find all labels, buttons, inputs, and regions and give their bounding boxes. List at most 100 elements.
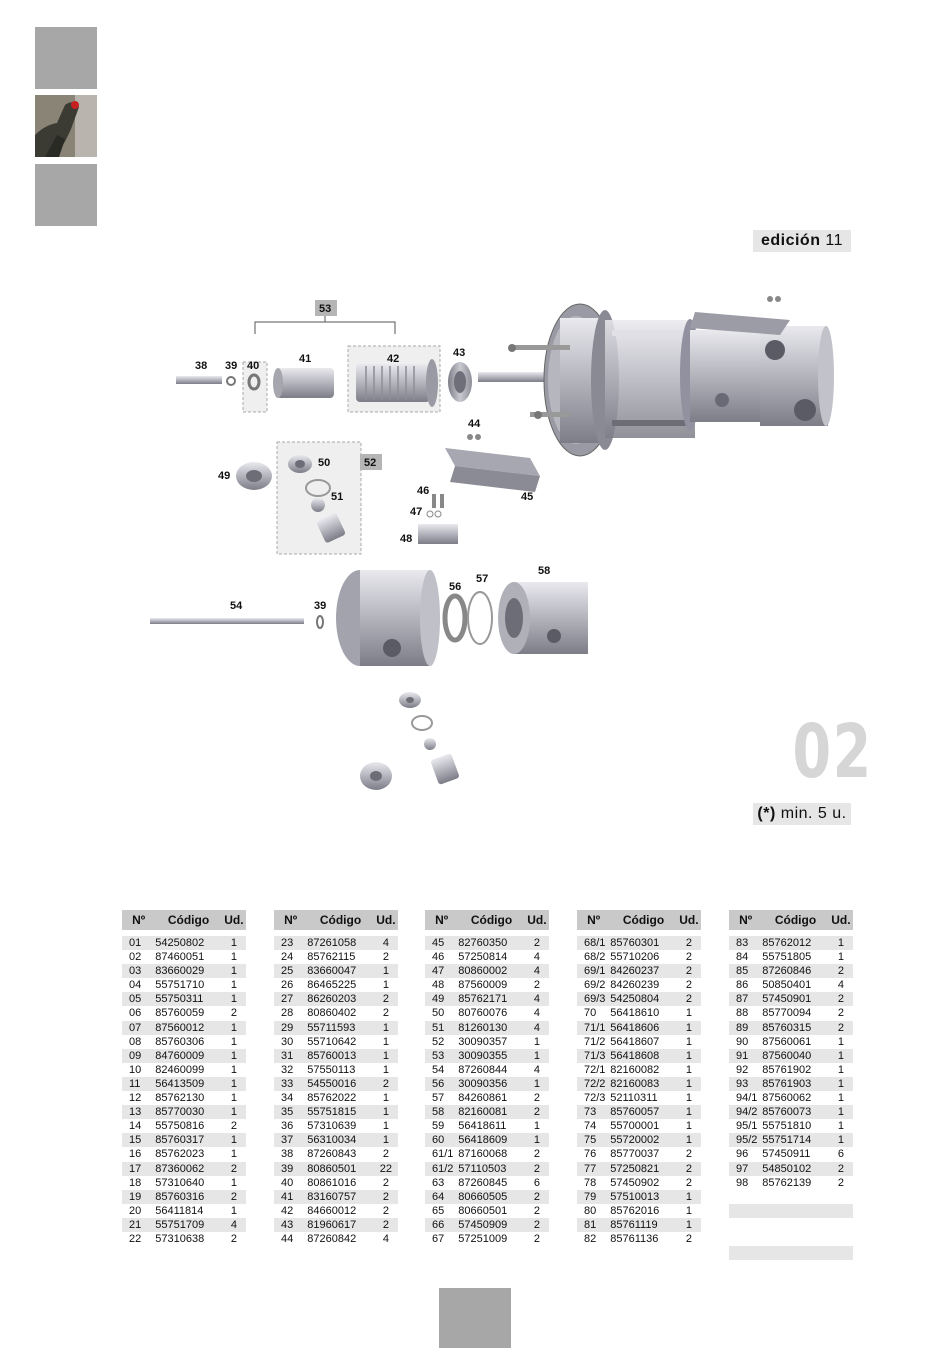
cell-code: 56418611: [458, 1120, 507, 1133]
cell-no: 06: [129, 1007, 142, 1020]
header-units: Ud.: [373, 910, 398, 930]
cell-no: 19: [122, 1189, 156, 1204]
cell-units: 1: [685, 1204, 692, 1217]
cell-code: 85760301: [610, 936, 677, 951]
cell-code: 56418608: [610, 1048, 677, 1063]
cell-no: 53: [425, 1048, 459, 1063]
cell-units: 4: [382, 1232, 389, 1245]
cell-units: 1: [373, 1048, 398, 1063]
cell-code: 57310638: [155, 1232, 205, 1245]
cell-no: 71/3: [577, 1048, 611, 1063]
callout-labels: 38 39 40 41 42 43 53 44 45 46 47 48 49 5…: [195, 303, 550, 612]
cell-code: 57450902: [610, 1176, 660, 1189]
part-40-ring: [247, 373, 261, 391]
cell-no: 94/2: [729, 1105, 763, 1120]
cell-no: 91: [729, 1048, 763, 1063]
cell-units: 1: [230, 1176, 237, 1189]
cell-units: 1: [382, 979, 389, 992]
cell-code: 56418606: [610, 1020, 677, 1035]
callout-46: 46: [417, 485, 429, 497]
cell-code: 85760013: [307, 1048, 374, 1063]
cell-no: 15: [122, 1133, 156, 1148]
part-56-seal-ring: [442, 593, 468, 643]
cell-code: 82160083: [610, 1076, 677, 1092]
cell-no: 93: [729, 1076, 763, 1092]
cell-no: 56: [425, 1076, 459, 1092]
cell-no: 73: [577, 1105, 611, 1120]
part-49-nut: [236, 462, 272, 490]
cell-units: 1: [676, 1020, 701, 1035]
cell-units: 2: [828, 1161, 853, 1176]
cell-no: 14: [129, 1120, 142, 1133]
cell-code: 85760315: [762, 1020, 829, 1035]
cell-code: 87560040: [762, 1048, 829, 1063]
cell-code: 54850102: [762, 1161, 829, 1176]
cell-units: 2: [524, 1189, 549, 1204]
cell-units: 4: [524, 992, 549, 1007]
cell-no: 86: [736, 979, 749, 992]
cell-code: 87260844: [458, 1063, 508, 1076]
cell-no: 88: [736, 1007, 749, 1020]
cell-code: 80860402: [307, 1007, 357, 1020]
cell-no: 68/1: [577, 936, 611, 951]
cell-no: 81: [577, 1217, 611, 1232]
cell-code: 55700001: [610, 1120, 660, 1133]
part-39-washer-lower: [316, 615, 324, 629]
callout-48: 48: [400, 533, 412, 545]
part-body-cylinder: [336, 570, 440, 666]
cell-code: 83160757: [307, 1189, 374, 1204]
cell-no: 08: [129, 1035, 142, 1048]
cell-no: 54: [432, 1063, 445, 1076]
cell-units: 1: [837, 1120, 844, 1133]
header-code: Código: [155, 910, 222, 930]
cell-units: 6: [837, 1148, 844, 1161]
cell-no: 90: [736, 1035, 749, 1048]
cell-no: 04: [129, 979, 142, 992]
cell-code: 55710642: [307, 1035, 357, 1048]
cell-units: 1: [524, 1048, 549, 1063]
cell-code: 82160082: [610, 1063, 660, 1076]
cell-code: 55710206: [610, 951, 660, 964]
cell-code: 87260842: [307, 1232, 357, 1245]
cell-code: 85770037: [610, 1148, 660, 1161]
cell-code: 56418610: [610, 1007, 660, 1020]
part-51-fitting: [316, 513, 346, 543]
cell-units: 2: [221, 1189, 246, 1204]
cell-no: 25: [274, 964, 308, 979]
cell-units: 1: [828, 1105, 853, 1120]
header-no: Nº: [577, 910, 611, 930]
cell-no: 41: [274, 1189, 308, 1204]
cell-no: 83: [729, 936, 763, 951]
sidebar-tab-block: [35, 164, 97, 226]
cell-units: 2: [382, 1204, 389, 1217]
